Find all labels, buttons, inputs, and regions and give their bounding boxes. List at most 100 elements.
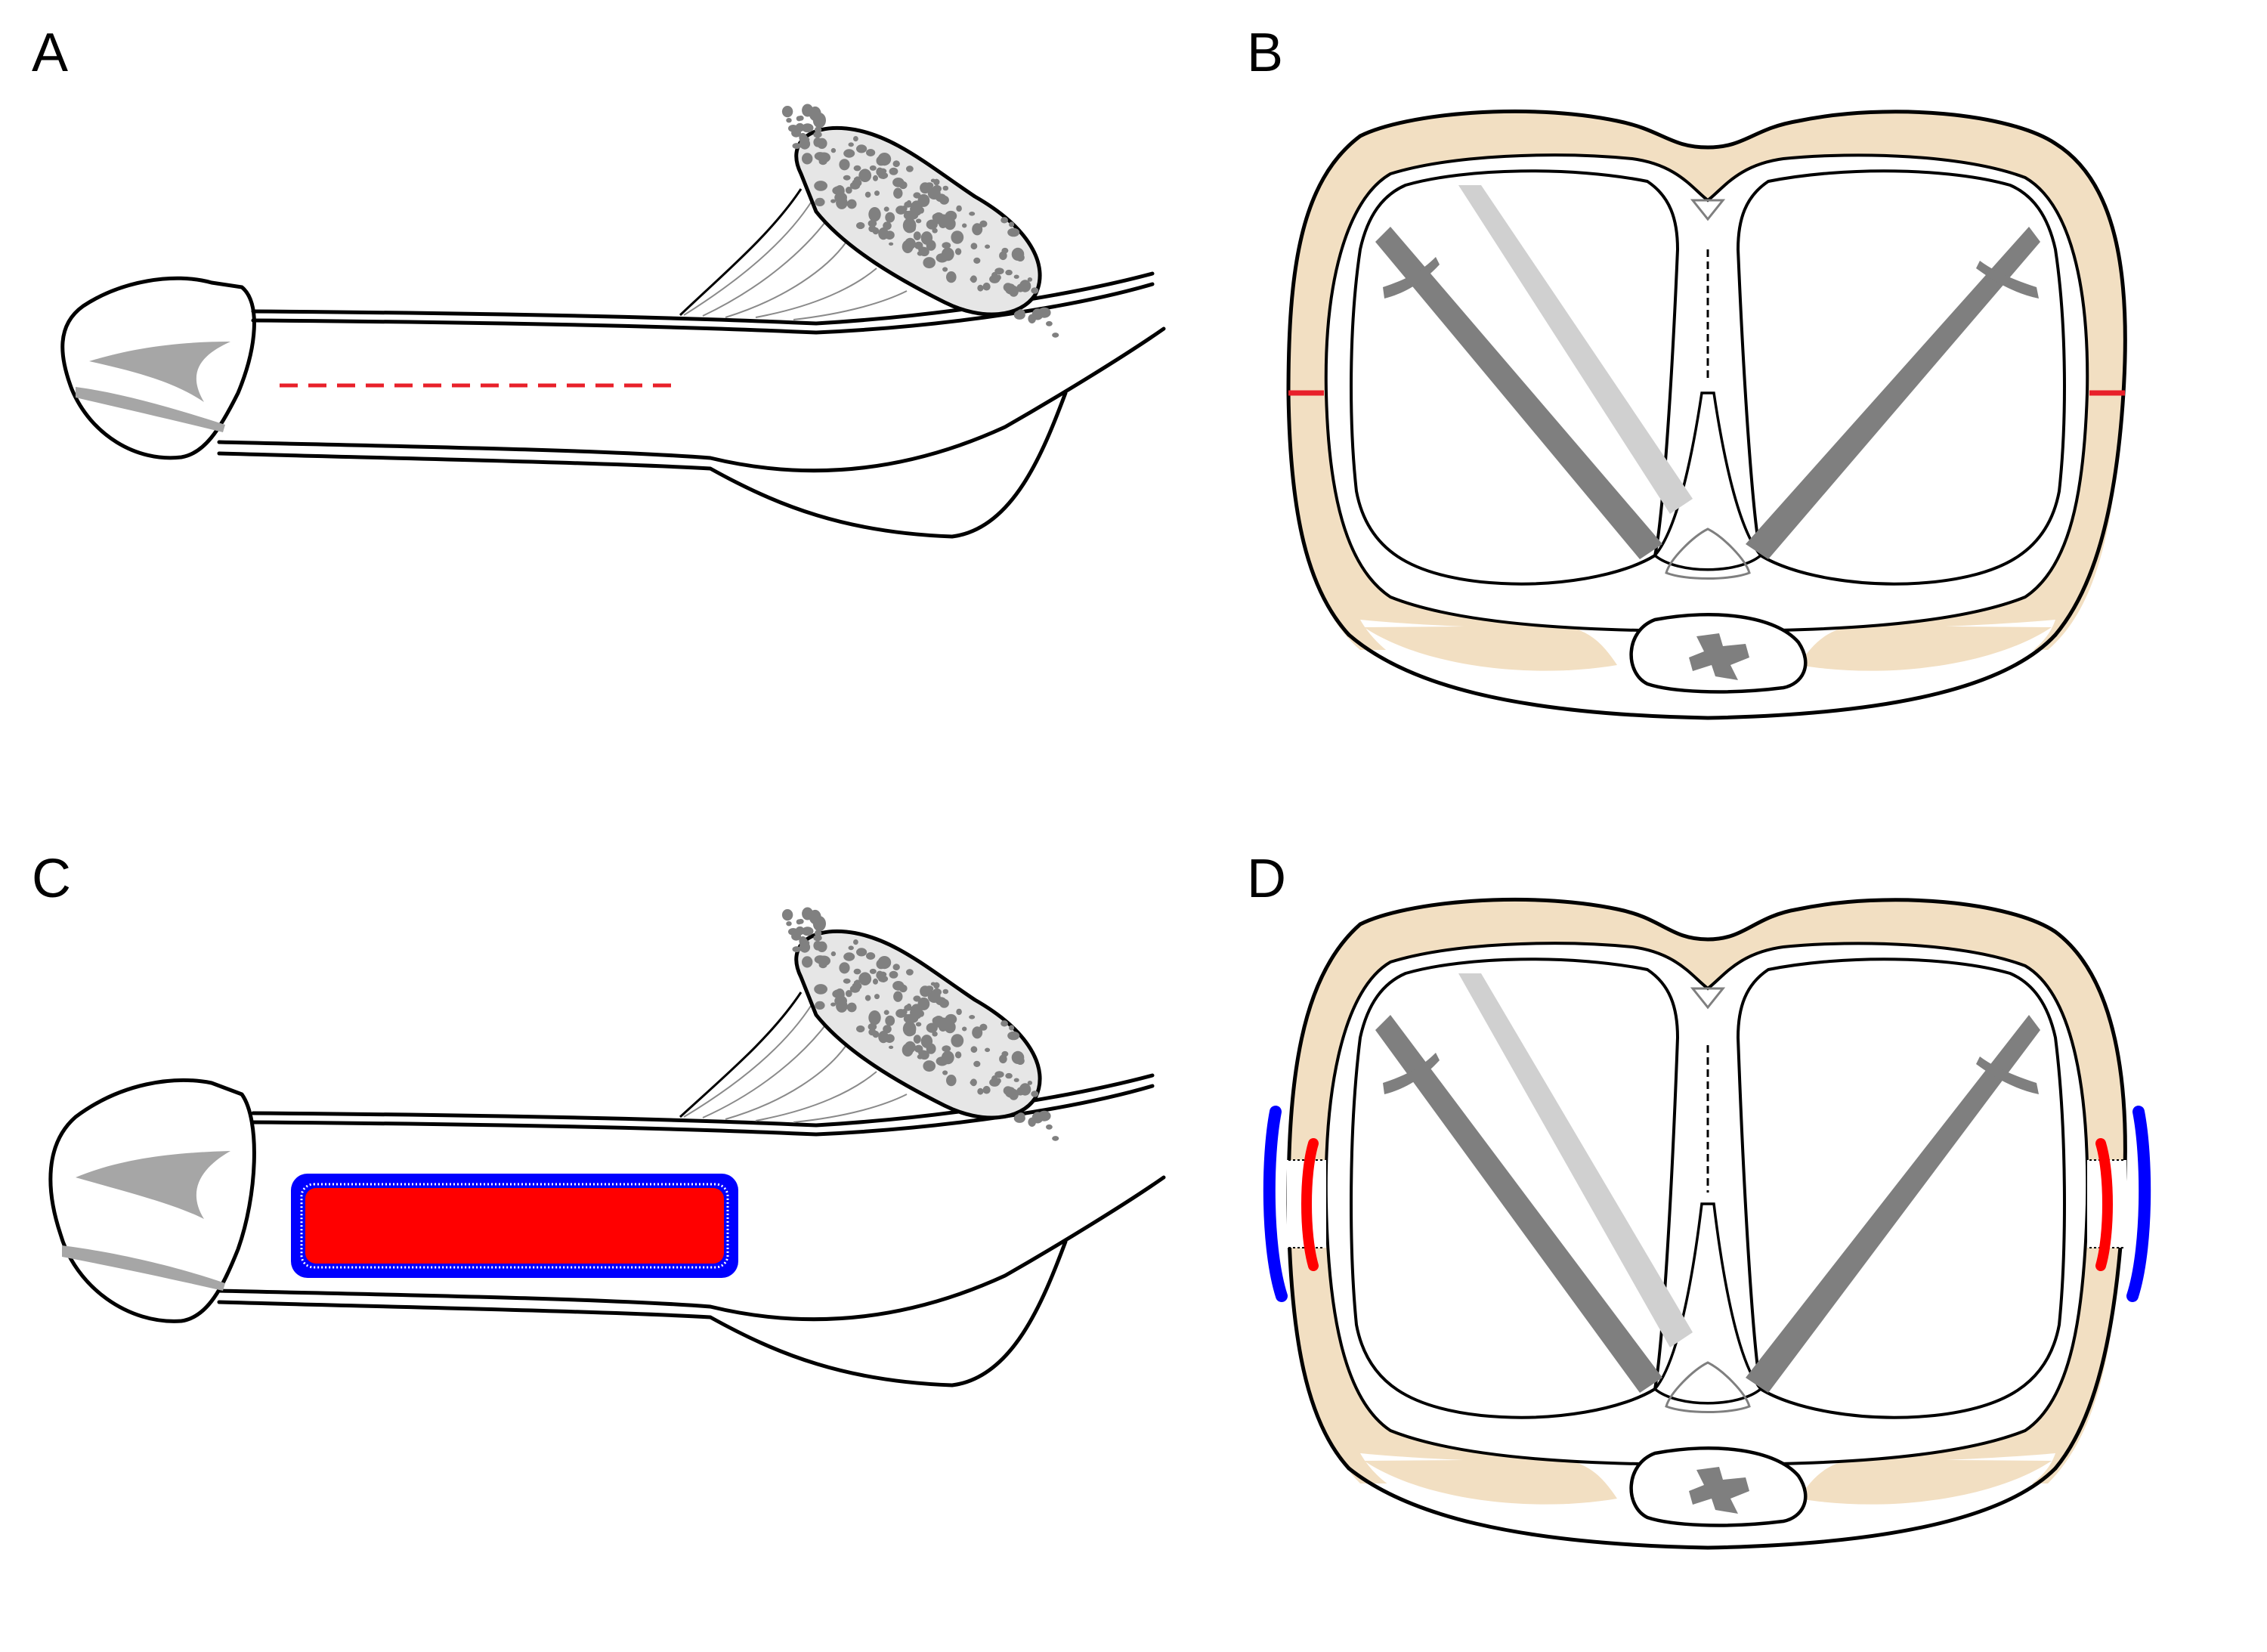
bone-pore (874, 994, 880, 1000)
bone-pore (915, 1022, 922, 1027)
bone-pore (933, 982, 940, 989)
bone-pore (1038, 1110, 1051, 1121)
bone-pore (1016, 1112, 1025, 1121)
bone-pore (892, 981, 905, 991)
bone-pore (839, 962, 850, 974)
bone-pore (856, 948, 868, 957)
bone-pore (946, 271, 957, 283)
bone-pore (994, 268, 1004, 275)
bone-pore (977, 1087, 984, 1095)
bone-pore (876, 959, 886, 970)
bone-pore (791, 128, 802, 138)
lateral-view-graft-diagram (48, 907, 1166, 1387)
bone-pore (856, 1025, 865, 1033)
bone-pore (933, 178, 940, 186)
bone-pore (801, 123, 814, 133)
bone-pore (801, 927, 814, 936)
graft-inner-layer-right (2095, 1138, 2113, 1271)
bone-pore (868, 225, 877, 233)
bone-pore (853, 165, 861, 172)
bone-pore (814, 152, 826, 161)
bone-pore (941, 1050, 954, 1065)
bone-pore (868, 207, 881, 222)
graft-inner-layer-left (1301, 1138, 1319, 1271)
bone-pore (873, 175, 878, 181)
bone-pore (907, 211, 919, 220)
bone-pore (1001, 217, 1008, 224)
bone-pore (985, 244, 991, 249)
cancellous-bone-icon (781, 104, 1059, 338)
bone-pore (796, 116, 802, 122)
bone-pore (843, 978, 851, 984)
bone-pore (926, 1043, 936, 1054)
bone-pore (802, 104, 814, 117)
bone-pore (972, 223, 983, 236)
intracavernosal-struts (1375, 185, 2040, 559)
bone-pore (849, 181, 861, 190)
bone-pore (1031, 1091, 1039, 1097)
bone-pore (781, 909, 793, 921)
bone-pore (792, 143, 802, 150)
bone-pore (816, 138, 827, 149)
bone-pore (1038, 307, 1051, 318)
cross-section-graft-diagram (1263, 897, 2151, 1550)
graft-incision-right (2087, 1106, 2151, 1302)
bone-pore (923, 1060, 936, 1072)
bone-pore (985, 1047, 991, 1053)
bone-pore (917, 1054, 923, 1060)
bone-pore (892, 964, 900, 971)
bone-pore (868, 1029, 877, 1036)
bone-pore (836, 196, 848, 209)
bone-pore (878, 975, 889, 982)
bone-pore (853, 980, 859, 985)
bone-pore (989, 274, 1001, 283)
bone-pore (1016, 309, 1025, 317)
bone-pore (1005, 1072, 1013, 1079)
bone-pore (1027, 277, 1033, 282)
bone-pore (802, 956, 813, 968)
bone-pore (1009, 221, 1015, 227)
bone-pore (830, 199, 837, 203)
bone-pore (858, 169, 872, 182)
bone-pore (905, 1041, 916, 1053)
bone-pore (864, 191, 871, 198)
panel-label-b: B (1247, 23, 1284, 83)
bone-pore (878, 227, 889, 240)
bone-pore (969, 212, 976, 216)
bone-pore (970, 1080, 977, 1085)
bone-pore (1005, 269, 1013, 276)
bone-pore (864, 995, 871, 1001)
bone-pore (786, 118, 792, 123)
bone-pore (979, 220, 988, 227)
bone-pore (904, 1004, 912, 1011)
graft-outer-layer-left (1263, 1106, 1288, 1302)
bone-pore (977, 284, 984, 292)
bone-pore (941, 247, 954, 261)
penile-shaft-outline (217, 271, 1166, 539)
bone-pore (830, 1002, 837, 1007)
bone-pore (905, 237, 916, 250)
bone-pore (1009, 1025, 1015, 1031)
bone-pore (839, 159, 850, 171)
urethra-triangle-icon (1665, 199, 1751, 580)
bone-pore (853, 968, 861, 975)
bone-pore (893, 187, 903, 199)
bone-pore (1005, 1087, 1016, 1098)
bone-pore (856, 144, 868, 153)
bone-pore (942, 988, 949, 995)
bone-pore (911, 1004, 923, 1017)
graft-incision-left (1263, 1106, 1326, 1302)
bone-pore (814, 930, 822, 937)
bone-pore (883, 1010, 889, 1015)
bone-pore (866, 149, 876, 156)
bone-pore (942, 242, 951, 249)
bone-pore (932, 1031, 938, 1037)
bone-pore (892, 178, 905, 187)
panel-a: A (0, 0, 1166, 826)
bone-pore (792, 946, 802, 953)
bone-pore (1016, 283, 1025, 292)
suspensory-ligament (679, 992, 908, 1123)
bone-pore (813, 131, 822, 138)
suspensory-ligament (679, 188, 908, 320)
bone-pore (799, 936, 807, 945)
